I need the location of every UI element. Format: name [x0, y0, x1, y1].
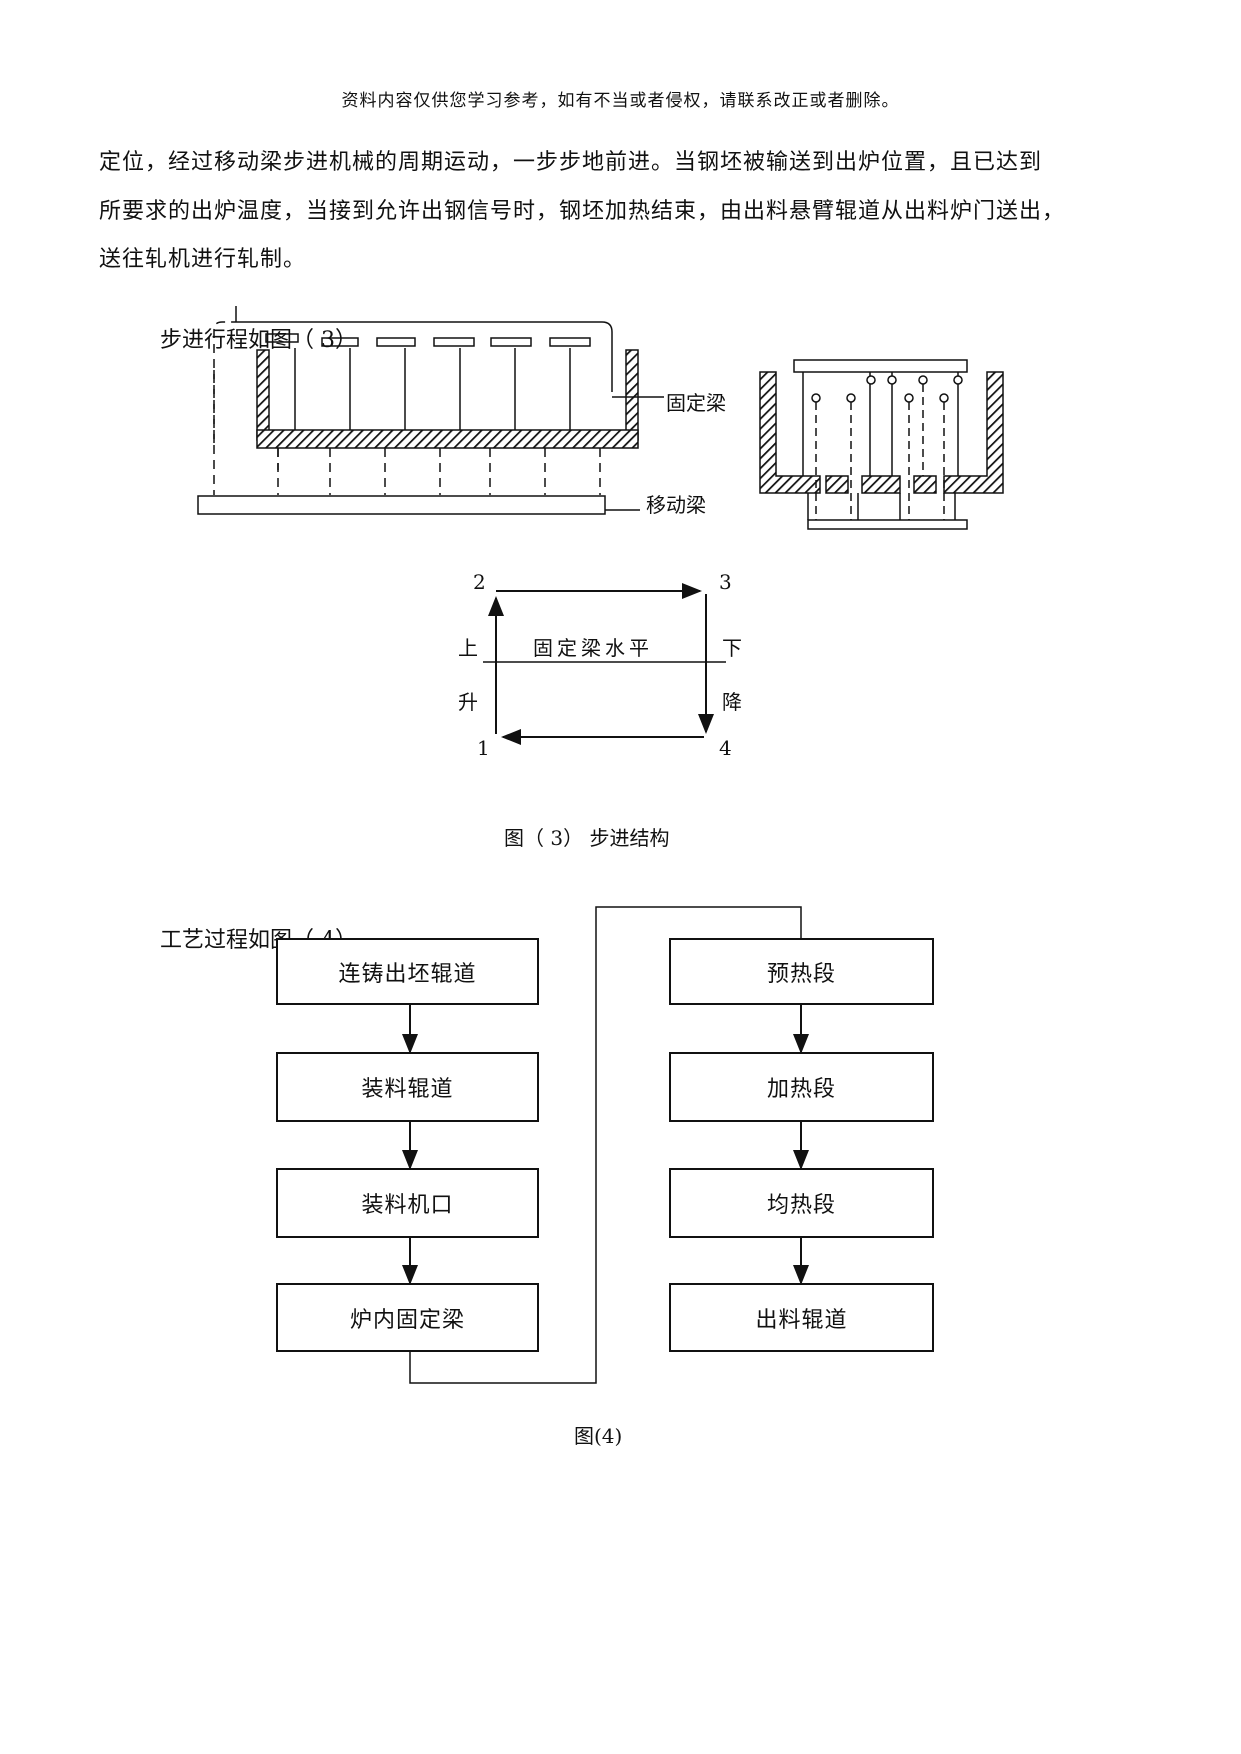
figure-4-caption: 图(4)	[574, 1424, 623, 1448]
paragraph-line-2: 所要求的出炉温度，当接到允许出钢信号时，钢坯加热结束，由出料悬臂辊道从出料炉门送…	[99, 199, 1066, 224]
page-header-disclaimer: 资料内容仅供您学习参考，如有不当或者侵权，请联系改正或者删除。	[341, 91, 900, 111]
walking-cycle-diagram	[483, 583, 726, 745]
cycle-center-label: 固定梁水平	[533, 636, 653, 660]
cycle-corner-4: 4	[719, 736, 732, 760]
cycle-right-top: 下	[722, 636, 742, 660]
figure-3-caption: 图（ 3） 步进结构	[504, 826, 670, 850]
cycle-left-top: 上	[458, 636, 478, 660]
furnace-cross-section	[759, 359, 1004, 530]
figure-3-intro: 步进行程如图（ 3）	[160, 328, 357, 353]
paragraph-line-3: 送往轧机进行轧制。	[99, 247, 307, 272]
flow-box-fixed-beam: 炉内固定梁	[276, 1283, 539, 1352]
flow-box-charging-roller: 装料辊道	[276, 1052, 539, 1122]
label-fixed-beam: 固定梁	[666, 391, 726, 415]
cycle-left-bottom: 升	[458, 690, 478, 714]
cycle-corner-1: 1	[477, 736, 490, 760]
paragraph-line-1: 定位，经过移动梁步进机械的周期运动，一步步地前进。当钢坯被输送到出炉位置，且已达…	[99, 150, 1043, 175]
flow-box-heating: 加热段	[669, 1052, 934, 1122]
furnace-longitudinal-section	[197, 306, 664, 515]
label-moving-beam: 移动梁	[646, 493, 706, 517]
flow-box-discharge-roller: 出料辊道	[669, 1283, 934, 1352]
cycle-corner-2: 2	[473, 570, 486, 594]
flow-box-soaking: 均热段	[669, 1168, 934, 1238]
cycle-right-bottom: 降	[722, 690, 742, 714]
flow-box-preheating: 预热段	[669, 938, 934, 1005]
figure-4-connectors	[402, 906, 809, 1384]
cycle-corner-3: 3	[719, 570, 732, 594]
flow-box-charging-machine: 装料机口	[276, 1168, 539, 1238]
flow-box-casting-roller: 连铸出坯辊道	[276, 938, 539, 1005]
